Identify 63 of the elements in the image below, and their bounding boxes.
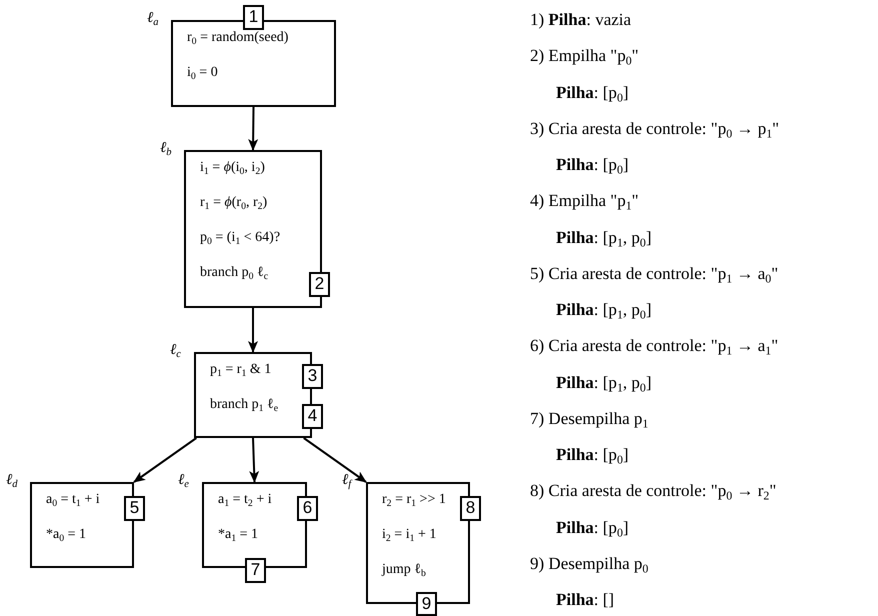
- step-text: 6) Cria aresta de controle: "p$_{1}$ → a$_{1}$": [530, 335, 778, 358]
- step-number: 2: [314, 274, 326, 294]
- step-text: 7) Desempilha p$_{1}$: [530, 408, 648, 430]
- code-line: p$_{1}$ = r$_{1}$ & 1: [210, 361, 272, 380]
- code-line: i$_{0}$ = 0: [187, 64, 218, 83]
- block-label: ℓ$_{c}$: [170, 342, 181, 359]
- block-label: ℓ$_{f}$: [342, 472, 352, 489]
- code-block: [171, 20, 336, 107]
- step-text: 4) Empilha "p$_{1}$": [530, 190, 639, 212]
- step-text: 9) Desempilha p$_{0}$: [530, 552, 648, 575]
- code-line: i$_{1}$ = ϕ(i$_{0}$, i$_{2}$): [200, 159, 265, 178]
- block-label: ℓ$_{a}$: [147, 10, 158, 27]
- step-text: Pilha: [p$_{0}$]: [556, 154, 629, 176]
- step-number: 6: [302, 498, 314, 518]
- step-number-box: [416, 592, 437, 616]
- arrow: [249, 438, 260, 483]
- step-number-box: [297, 496, 318, 521]
- step-text: 5) Cria aresta de controle: "p$_{1}$ → a$_{0}$": [530, 262, 778, 285]
- step-text: Pilha: [p$_{1}$, p$_{0}$]: [556, 372, 652, 394]
- code-line: r$_{0}$ = random(seed): [187, 29, 288, 48]
- arrow: [248, 106, 258, 151]
- step-number: 1: [248, 7, 260, 27]
- step-number-box: [243, 5, 264, 30]
- step-text: Pilha: [p$_{0}$]: [556, 82, 629, 104]
- step-number-box: [302, 404, 323, 429]
- step-text: Pilha: [p$_{1}$, p$_{0}$]: [556, 299, 652, 321]
- step-number: 5: [128, 498, 140, 518]
- code-line: a$_{0}$ = t$_{1}$ + i: [46, 491, 100, 510]
- code-line: a$_{1}$ = t$_{2}$ + i: [218, 491, 272, 510]
- step-number: 8: [464, 498, 476, 518]
- code-line: *a$_{1}$ = 1: [218, 526, 258, 545]
- step-number-box: [460, 496, 481, 521]
- code-line: p$_{0}$ = (i$_{1}$ < 64)?: [200, 229, 280, 248]
- code-line: r$_{2}$ = r$_{1}$ >> 1: [382, 491, 446, 510]
- code-line: jump ℓ$_{b}$: [382, 561, 426, 580]
- step-number-box: [302, 364, 323, 389]
- block-label: ℓ$_{d}$: [6, 472, 18, 489]
- code-line: branch p$_{1}$ ℓ$_{e}$: [210, 396, 278, 415]
- step-text: 8) Cria aresta de controle: "p$_{0}$ → r$_{2}$": [530, 480, 776, 502]
- code-block: [184, 150, 322, 308]
- code-line: *a$_{0}$ = 1: [46, 526, 86, 545]
- step-text: Pilha: [p$_{1}$, p$_{0}$]: [556, 226, 652, 248]
- arrow: [303, 437, 367, 483]
- step-text: Pilha: []: [556, 589, 614, 611]
- step-text: 1) Pilha: vazia: [530, 9, 632, 31]
- step-number: 4: [306, 406, 318, 426]
- step-text: Pilha: [p$_{0}$]: [556, 516, 629, 538]
- code-line: branch p$_{0}$ ℓ$_{c}$: [200, 264, 268, 283]
- step-text: Pilha: [p$_{0}$]: [556, 444, 629, 466]
- step-number: 3: [306, 366, 318, 386]
- step-text: 2) Empilha "p$_{0}$": [530, 45, 639, 68]
- code-line: r$_{1}$ = ϕ(r$_{0}$, r$_{2}$): [200, 194, 268, 213]
- arrow: [248, 308, 258, 353]
- block-label: ℓ$_{e}$: [178, 472, 189, 489]
- step-number-box: [124, 496, 145, 521]
- step-number: 7: [250, 560, 262, 580]
- code-line: i$_{2}$ = i$_{1}$ + 1: [382, 526, 436, 545]
- step-text: 3) Cria aresta de controle: "p$_{0}$ → p$_{1}$": [530, 118, 780, 140]
- step-number: 9: [420, 594, 432, 614]
- block-label: ℓ$_{b}$: [160, 140, 172, 157]
- step-number-box: [245, 558, 266, 583]
- step-number-box: [309, 272, 330, 297]
- arrow: [133, 437, 197, 483]
